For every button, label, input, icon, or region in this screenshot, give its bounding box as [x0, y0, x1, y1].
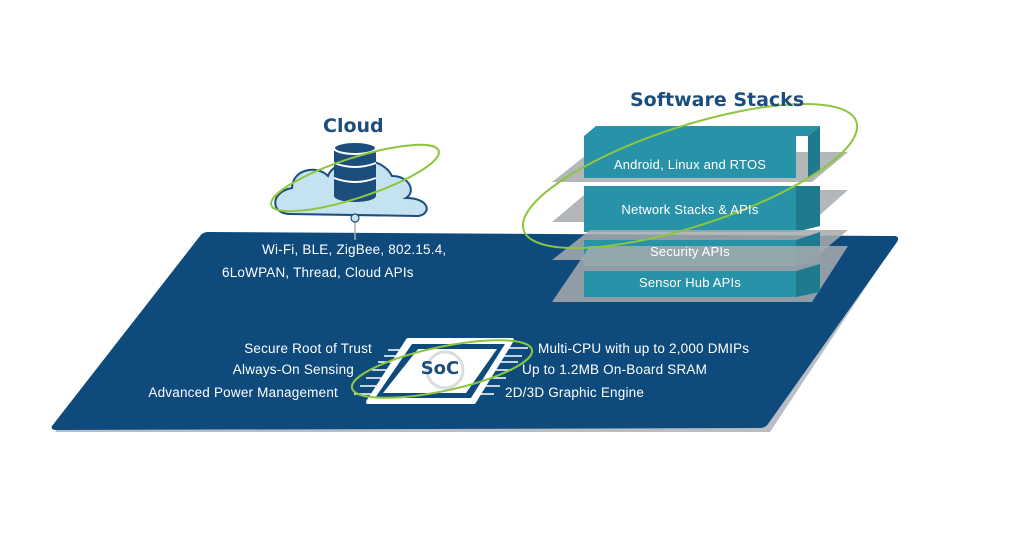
- soc-orbit: [350, 339, 534, 399]
- database-icon: [333, 141, 377, 202]
- soc-feature-multi-cpu: Multi-CPU with up to 2,000 DMIPs: [538, 341, 750, 356]
- stack-orbit: [521, 102, 859, 250]
- soc-feature-graphic-engine: 2D/3D Graphic Engine: [505, 385, 645, 400]
- stack-layer-android: Android, Linux and RTOS: [613, 157, 767, 172]
- soc-feature-secure-root: Secure Root of Trust: [244, 341, 372, 356]
- cloud-orbit: [270, 143, 440, 213]
- stack-layer-sensor-hub: Sensor Hub APIs: [639, 275, 741, 290]
- connectivity-line-2: 6LoWPAN, Thread, Cloud APIs: [222, 265, 414, 280]
- soc-feature-sram: Up to 1.2MB On-Board SRAM: [522, 362, 708, 377]
- soc-feature-power-management: Advanced Power Management: [148, 385, 338, 400]
- stack-layer-security: Security APIs: [650, 244, 730, 259]
- stack-layers: [552, 126, 848, 302]
- stack-layer-network: Network Stacks & APIs: [621, 202, 759, 217]
- connectivity-line-1: Wi-Fi, BLE, ZigBee, 802.15.4,: [262, 242, 447, 257]
- soc-label: SoC: [420, 358, 460, 379]
- software-stacks-title: Software Stacks: [630, 89, 805, 111]
- cloud-title: Cloud: [323, 115, 384, 137]
- soc-feature-always-on: Always-On Sensing: [232, 362, 354, 377]
